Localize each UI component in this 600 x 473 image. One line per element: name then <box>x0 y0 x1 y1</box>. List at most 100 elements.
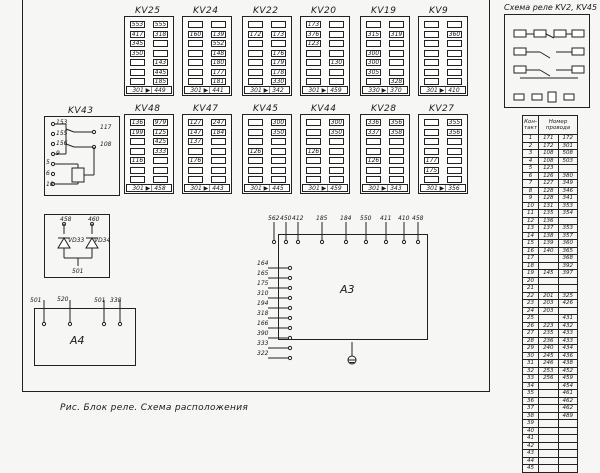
table-cell: 18 <box>521 261 540 270</box>
table-cell: 397 <box>557 269 579 278</box>
table-cell: 6 <box>521 171 540 180</box>
relay-terminal <box>211 157 226 164</box>
table-cell: 171 <box>538 134 559 143</box>
relay-terminal <box>271 147 286 155</box>
relay-foot-right: 449 <box>154 87 166 94</box>
diode-arrow-icon: ▶| <box>201 87 213 94</box>
table-cell: 3 <box>521 149 540 158</box>
relay-terminal: 355 <box>447 119 462 126</box>
table-cell <box>538 284 559 293</box>
a4-pin: 501 <box>94 297 106 304</box>
diode-pin: 501 <box>72 268 84 275</box>
relay-terminal <box>424 30 439 38</box>
relay-diode-terminal: 330 ▶| 370 <box>362 86 408 94</box>
table-cell: 8 <box>521 186 540 195</box>
diode-label-vd34: VD34 <box>94 237 111 244</box>
relay-terminal <box>271 157 286 164</box>
relay-terminal: 180 <box>211 59 226 66</box>
relay-terminal <box>306 49 321 57</box>
table-row: 44 <box>521 456 579 465</box>
a3-left-pin: 318 <box>257 310 269 317</box>
table-cell: 24 <box>521 306 540 315</box>
relay-terminal <box>389 68 404 76</box>
a3-top-pin: 458 <box>412 215 424 222</box>
table-cell: 360 <box>557 239 579 248</box>
relay-terminal: 376 <box>306 30 321 38</box>
relay-terminal <box>424 78 439 85</box>
relay-title: KV27 <box>429 104 455 114</box>
table-cell <box>538 261 559 270</box>
relay-foot-left: 301 <box>132 185 144 192</box>
relay-terminal: 143 <box>153 59 168 66</box>
relay-title: KV22 <box>253 6 279 16</box>
table-cell: 136 <box>538 216 559 225</box>
table-cell: 346 <box>557 186 579 195</box>
table-cell: 434 <box>557 344 579 353</box>
kv43-pin: 153 <box>56 119 68 126</box>
relay-terminal: 337 <box>366 128 381 136</box>
table-cell: 32 <box>521 366 540 375</box>
relay-terminal: 148 <box>211 49 226 57</box>
relay-terminal <box>389 40 404 47</box>
table-cell <box>538 276 559 285</box>
table-cell: 462 <box>557 404 579 413</box>
relay-terminal: 176 <box>271 49 286 57</box>
relay-terminal <box>306 138 321 145</box>
relay-foot-left: 301 <box>426 87 438 94</box>
a3-top-terminal <box>401 239 407 245</box>
relay-diode-terminal: 301 ▶| 458 <box>126 184 172 192</box>
table-cell: 9 <box>521 194 540 203</box>
relay-terminal <box>130 147 145 155</box>
a3-left-pin: 310 <box>257 290 269 297</box>
relay-terminal: 136 <box>130 119 145 126</box>
table-cell: 459 <box>557 374 579 383</box>
table-cell <box>557 434 579 443</box>
table-row: 43 <box>521 449 579 458</box>
relay-terminal <box>188 78 203 85</box>
a3-left-terminal <box>287 345 293 351</box>
scheme-frame <box>504 14 590 108</box>
relay-terminal <box>366 147 381 155</box>
relay-terminal <box>389 176 404 183</box>
relay-terminal <box>248 119 263 126</box>
a3-top-pin: 550 <box>360 215 372 222</box>
diode-pin: 460 <box>88 216 100 223</box>
table-cell: 128 <box>538 194 559 203</box>
table-cell: 131 <box>538 201 559 210</box>
table-cell: 145 <box>538 269 559 278</box>
relay-terminal <box>248 68 263 76</box>
relay-terminal: 185 <box>153 78 168 85</box>
table-cell: 7 <box>521 179 540 188</box>
table-cell <box>538 464 559 473</box>
relay-diode-terminal: 301 ▶| 459 <box>302 86 348 94</box>
relay-terminal <box>366 40 381 47</box>
module-a4 <box>34 308 136 366</box>
relay-diode-terminal: 301 ▶| 410 <box>420 86 466 94</box>
relay-title: KV47 <box>193 104 219 114</box>
relay-terminal <box>188 59 203 66</box>
table-row: 40 <box>521 426 579 435</box>
table-header-contact: Кон-такт <box>521 115 540 135</box>
relay-terminal <box>211 21 226 28</box>
relay-terminal <box>248 166 263 174</box>
relay-terminal: 127 <box>188 119 203 126</box>
table-cell: 235 <box>538 329 559 338</box>
table-cell: 4 <box>521 156 540 165</box>
relay-terminal <box>447 40 462 47</box>
diode-arrow-icon: ▶| <box>261 185 273 192</box>
relay-terminal <box>389 147 404 155</box>
relay-terminal <box>447 166 462 174</box>
table-cell <box>538 419 559 428</box>
table-cell: 11 <box>521 209 540 218</box>
